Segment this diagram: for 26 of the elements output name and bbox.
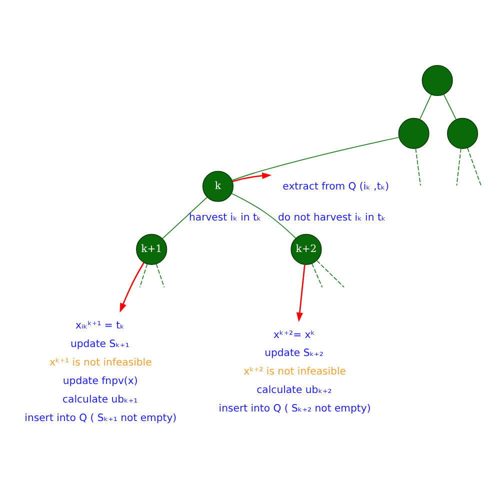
connector	[316, 260, 344, 288]
node-circle	[447, 118, 478, 149]
node-text: extract from Q (iₖ ,tₖ)	[282, 181, 390, 192]
edge-label: do not harvest iₖ in tₖ	[278, 212, 386, 224]
connector	[420, 94, 432, 120]
node-text: xᵢₖᵏ⁺¹ = tₖ update Sₖ₊₁ xᵏ⁺¹ is not infeasible update fnpv(x) calculate ubₖ₊₁ insert into Q ( Sₖ₊₁ not empty)	[24, 320, 177, 424]
connector	[415, 148, 421, 186]
node-circle: k+1	[136, 234, 168, 265]
connector	[443, 94, 457, 120]
node-circle: k+2	[290, 234, 322, 265]
connector	[162, 196, 208, 240]
connector	[467, 148, 482, 186]
arrow	[120, 262, 144, 313]
connector	[456, 148, 462, 186]
connector	[156, 264, 165, 288]
edge-label: harvest iₖ in tₖ	[189, 212, 262, 224]
node-circle	[398, 118, 430, 149]
connector	[139, 264, 148, 288]
node-text: xᵏ⁺²= xᵏ update Sₖ₊₂ xᵏ⁺² is not infeasible calculate ubₖ₊₂ insert into Q ( Sₖ₊₂ not empty)	[218, 330, 371, 415]
arrow	[296, 264, 306, 322]
connector	[312, 263, 323, 288]
connector	[231, 193, 296, 238]
node-circle: k	[202, 170, 234, 202]
connector	[232, 136, 400, 181]
arrow	[232, 172, 272, 182]
node-circle	[422, 64, 453, 96]
